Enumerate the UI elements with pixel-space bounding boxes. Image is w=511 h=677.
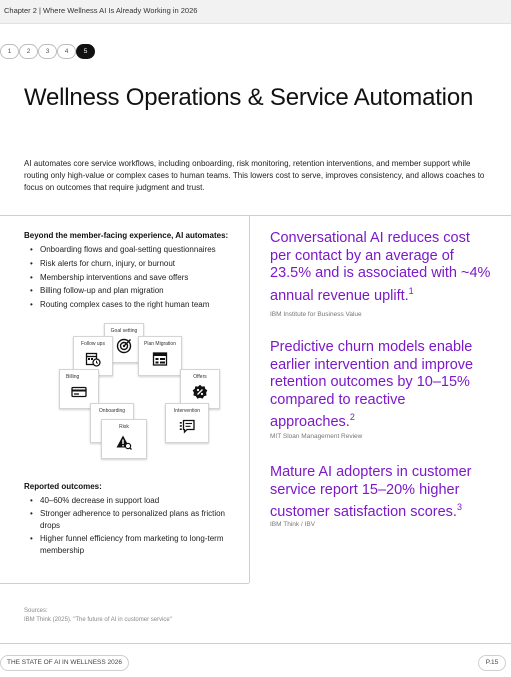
- stat-customer-satisfaction: Mature AI adopters in customer service r…: [270, 464, 492, 521]
- footnote-ref: 1: [408, 285, 414, 296]
- card-plan-migration: Plan Migration: [138, 336, 182, 376]
- stat-predictive-churn: Predictive churn models enable earlier i…: [270, 339, 492, 431]
- list-item: Risk alerts for churn, injury, or burnou…: [30, 257, 250, 271]
- sources-label: Sources:: [24, 608, 48, 614]
- automates-heading: Beyond the member-facing experience, AI …: [24, 231, 229, 240]
- stat-text: Predictive churn models enable earlier i…: [270, 339, 474, 430]
- calendar-clock-icon: [85, 352, 101, 367]
- stat-source: MIT Sloan Management Review: [270, 433, 363, 440]
- card-label: Follow ups: [81, 341, 105, 347]
- page-tab-5-active[interactable]: 5: [76, 44, 95, 59]
- card-label: Offers: [193, 374, 207, 380]
- intro-paragraph: AI automates core service workflows, inc…: [24, 159, 485, 192]
- target-icon: [116, 338, 132, 354]
- stat-source: IBM Think / IBV: [270, 521, 316, 528]
- percent-badge-icon: [192, 384, 208, 399]
- card-label: Intervention: [173, 408, 201, 414]
- breadcrumb: Chapter 2 | Where Wellness AI Is Already…: [4, 6, 198, 15]
- list-item: 40–60% decrease in support load: [30, 495, 240, 508]
- list-item: Membership interventions and save offers: [30, 271, 250, 285]
- page-tab-3[interactable]: 3: [38, 44, 57, 59]
- footnote-ref: 3: [456, 502, 462, 512]
- automation-diagram: Goal setting Follow ups Plan Migration: [59, 319, 224, 461]
- plan-board-icon: [152, 352, 168, 366]
- footer-page-number: P.15: [478, 655, 506, 671]
- page-tab-1[interactable]: 1: [0, 44, 19, 59]
- list-item: Onboarding flows and goal-setting questi…: [30, 243, 250, 257]
- sources-text: IBM Think (2025). "The future of AI in c…: [24, 617, 172, 623]
- page-tab-2[interactable]: 2: [19, 44, 38, 59]
- card-billing: Billing: [59, 369, 99, 409]
- stat-text: Mature AI adopters in customer service r…: [270, 464, 472, 520]
- column-divider: [249, 215, 250, 583]
- billing-card-icon: [71, 386, 87, 398]
- list-item: Routing complex cases to the right human…: [30, 298, 250, 312]
- list-item: Higher funnel efficiency from marketing …: [30, 533, 240, 558]
- page-pager: 1 2 3 4 5: [0, 44, 95, 59]
- card-risk: Risk: [101, 419, 147, 459]
- stat-conversational-ai: Conversational AI reduces cost per conta…: [270, 230, 492, 305]
- page-tab-4[interactable]: 4: [57, 44, 76, 59]
- warning-icon: [116, 435, 132, 450]
- card-label: Billing: [66, 374, 80, 380]
- footer-publication-title: THE STATE OF AI IN WELLNESS 2026: [0, 655, 129, 671]
- reported-outcomes-list: 40–60% decrease in support load Stronger…: [30, 495, 240, 558]
- footer-divider: [0, 643, 511, 644]
- card-label: Plan Migration: [144, 341, 176, 347]
- list-item: Stronger adherence to personalized plans…: [30, 508, 240, 533]
- stat-source: IBM Institute for Business Value: [270, 311, 362, 318]
- reported-outcomes-heading: Reported outcomes:: [24, 482, 102, 491]
- top-bar: Chapter 2 | Where Wellness AI Is Already…: [0, 0, 511, 24]
- section-divider-top: [0, 215, 511, 216]
- chat-list-icon: [179, 419, 195, 434]
- card-offers: Offers: [180, 369, 220, 409]
- automates-list: Onboarding flows and goal-setting questi…: [30, 243, 250, 312]
- card-intervention: Intervention: [165, 403, 209, 443]
- card-label: Goal setting: [110, 328, 138, 334]
- footnote-ref: 2: [349, 412, 355, 422]
- page-title: Wellness Operations & Service Automation: [24, 84, 474, 111]
- section-divider-left-bottom: [0, 583, 249, 584]
- list-item: Billing follow-up and plan migration: [30, 284, 250, 298]
- card-label: Onboarding: [98, 408, 126, 414]
- stat-text: Conversational AI reduces cost per conta…: [270, 230, 491, 304]
- card-label: Risk: [119, 424, 129, 430]
